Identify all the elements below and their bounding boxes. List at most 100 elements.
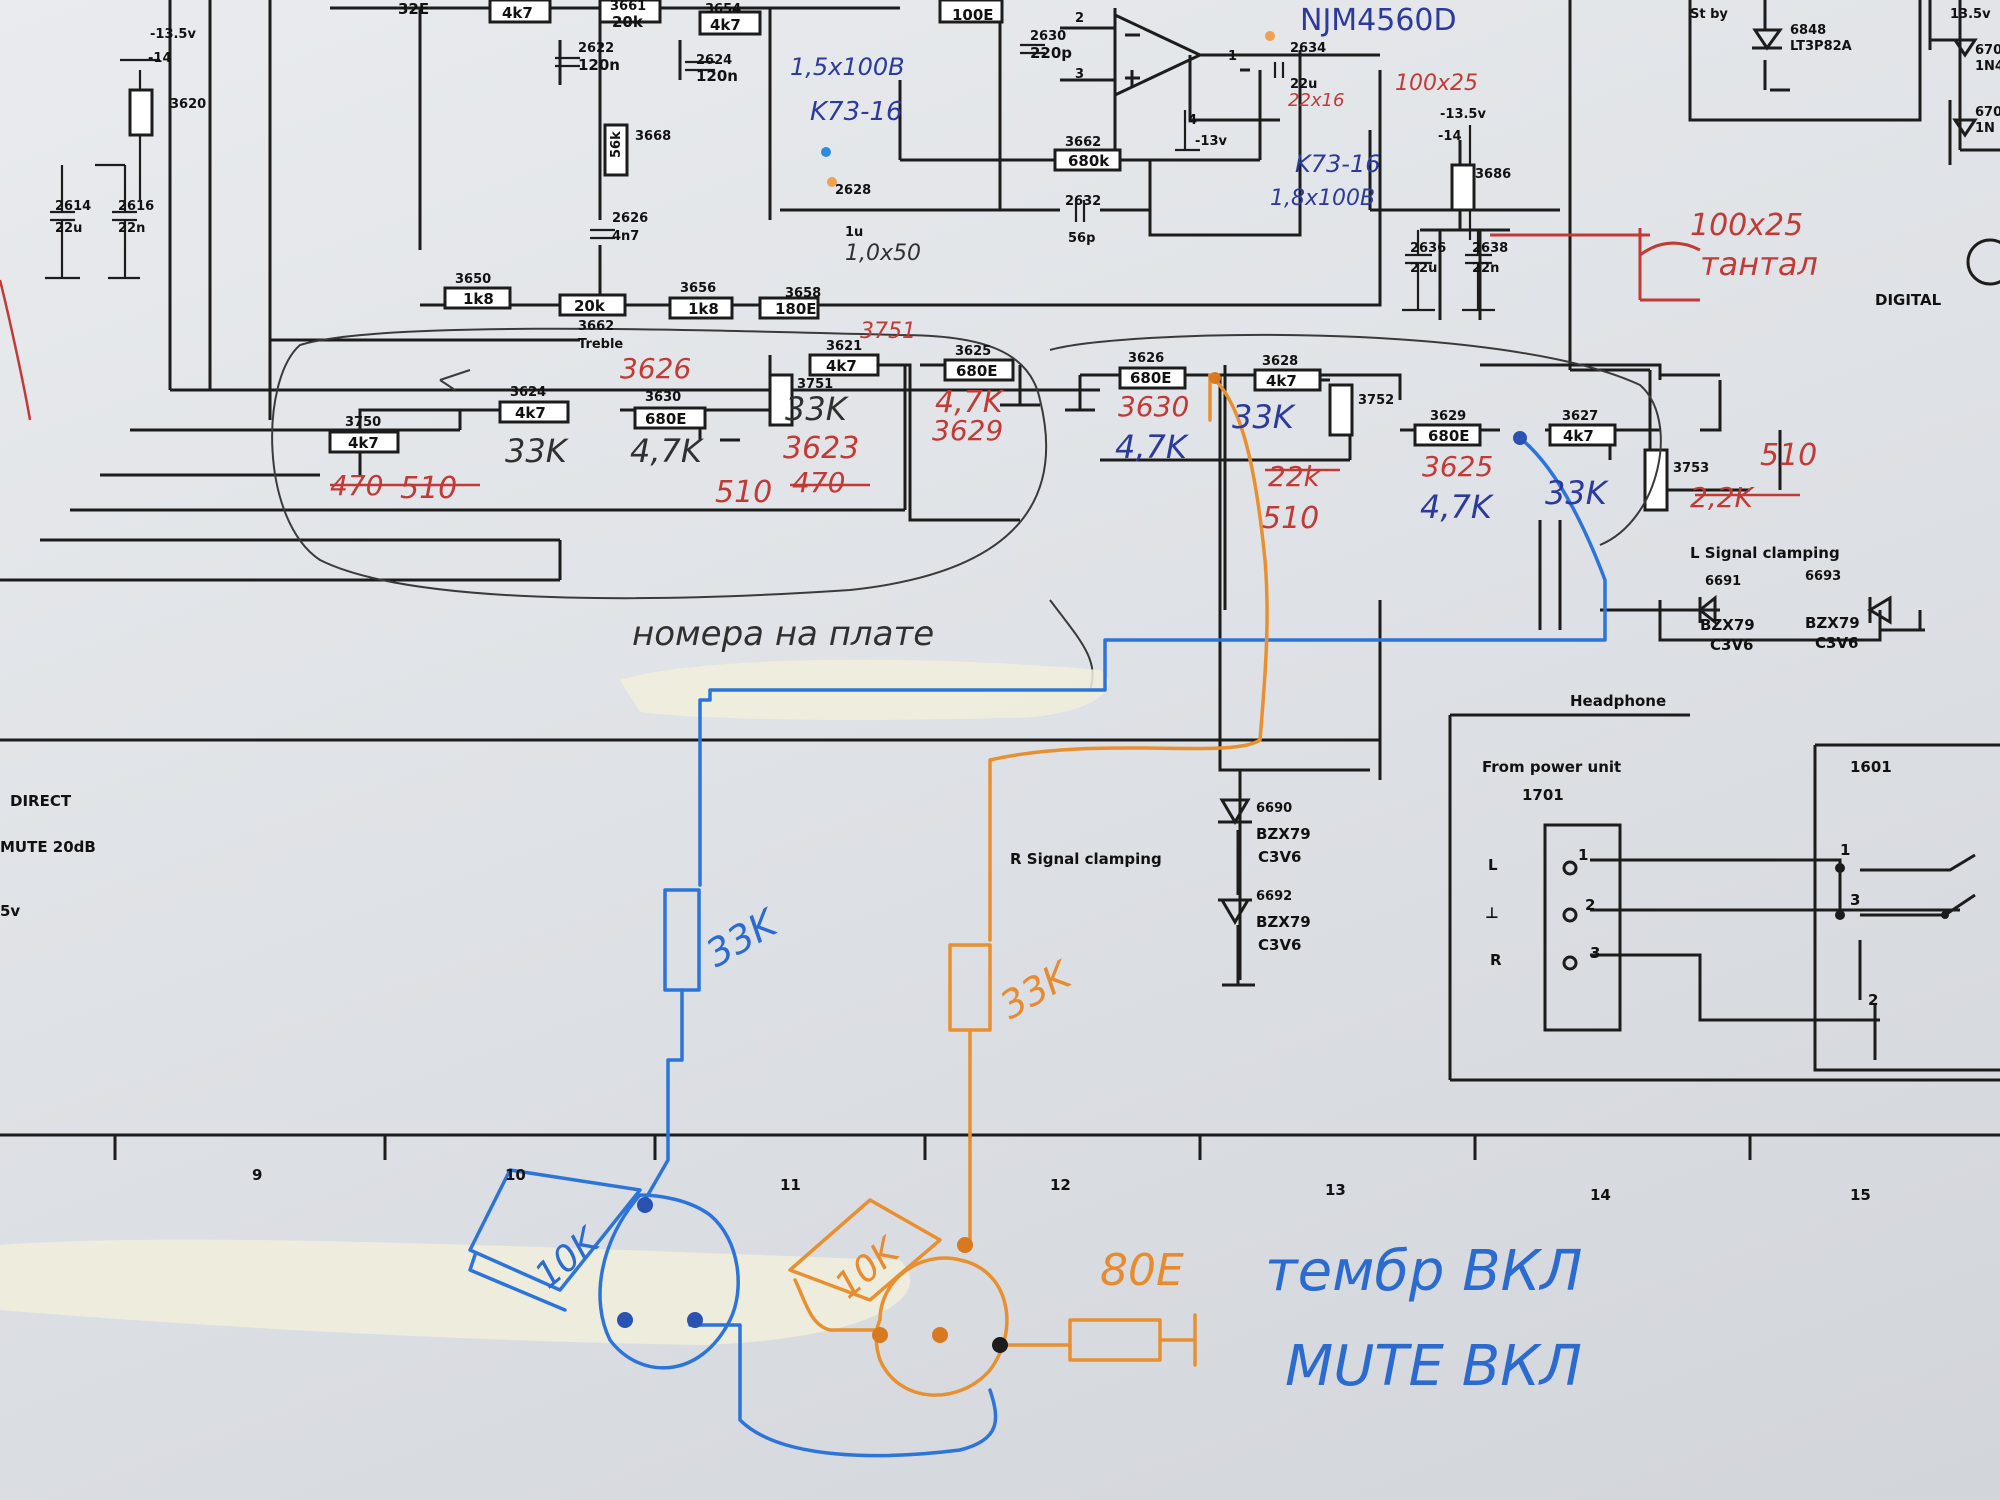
part-label: 2624 — [696, 53, 732, 68]
connector-pin: 3 — [1850, 891, 1860, 909]
opamp-pin: 3 — [1075, 67, 1084, 82]
grid-number: 9 — [252, 1166, 262, 1184]
part-label: 1k8 — [463, 290, 494, 308]
part-label: 3654 — [705, 2, 741, 17]
channel-label: ⊥ — [1485, 904, 1499, 922]
blue-resistor-value: 33K — [699, 900, 787, 976]
grid-number: 15 — [1850, 1186, 1871, 1204]
part-label: C3V6 — [1815, 634, 1859, 652]
part-label: 3751 — [797, 377, 833, 392]
ic-label: NJM4560D — [1300, 3, 1457, 38]
part-label: 1u — [845, 225, 863, 240]
part-label: 22u — [1290, 77, 1317, 92]
part-label: 3621 — [826, 339, 862, 354]
zener-diodes — [1218, 28, 2000, 987]
part-label: 2636 — [1410, 241, 1446, 256]
value-note: 4,7K — [1420, 488, 1495, 526]
part-label: 6848 — [1790, 23, 1826, 38]
part-label: 670 — [1975, 105, 2000, 120]
red-note: 3626 — [620, 352, 691, 385]
blue-note: 1,8x100B — [1270, 186, 1375, 211]
red-pen-markings — [0, 228, 1800, 497]
part-label: 3662 — [1065, 135, 1101, 150]
part-label: BZX79 — [1805, 614, 1860, 632]
part-label: 3750 — [345, 415, 381, 430]
value-note: 33K — [1545, 474, 1610, 512]
red-note: 510 — [1760, 438, 1817, 473]
part-label: 56k — [609, 131, 624, 158]
orange-mod-wiring — [788, 373, 1269, 1397]
blue-mod-wiring — [468, 436, 1607, 1458]
part-label: 4k7 — [710, 16, 741, 34]
part-label: 680E — [1130, 369, 1172, 387]
value-note: 33K — [505, 432, 570, 470]
red-note: 3751 — [860, 319, 916, 344]
part-label: R Signal clamping — [1010, 850, 1162, 868]
value-note: 4,7K — [1115, 428, 1190, 466]
red-note: 510 — [400, 471, 457, 506]
part-label: 20k — [612, 13, 644, 31]
part-label: 22u — [55, 221, 82, 236]
supply-label: -14 — [148, 51, 172, 66]
op-amp-symbol — [1113, 12, 1204, 98]
grid-number: 10 — [505, 1166, 526, 1184]
part-label: 2616 — [118, 199, 154, 214]
part-label: 2638 — [1472, 241, 1508, 256]
supply-label: -14 — [1438, 129, 1462, 144]
red-note: 510 — [715, 475, 772, 510]
connector-pin: 3 — [1590, 944, 1600, 962]
part-label: 2626 — [612, 211, 648, 226]
part-label: 13.5v — [1950, 7, 1991, 22]
part-label: 3661 — [610, 0, 646, 14]
part-label: 680E — [645, 410, 687, 428]
part-label: DIRECT — [10, 792, 72, 810]
part-label: 2622 — [578, 41, 614, 56]
part-label: 56p — [1068, 231, 1095, 246]
blue-note: 22x16 — [1288, 90, 1344, 111]
red-note: 510 — [1262, 501, 1319, 536]
part-label: C3V6 — [1710, 636, 1754, 654]
part-label: 120n — [696, 67, 738, 85]
handwritten-red-notes: 100x25 100x25 тантал 3751 3626 3623 3629… — [330, 71, 1818, 536]
part-label: 6692 — [1256, 889, 1292, 904]
part-label: 2614 — [55, 199, 91, 214]
board-number-note: номера на плате — [632, 614, 934, 654]
connector-pin: 1 — [1840, 841, 1850, 859]
part-label: 3628 — [1262, 354, 1298, 369]
mod-junction-dots — [617, 31, 1527, 1353]
headphone-terminals — [1562, 860, 1949, 971]
part-label: 4k7 — [515, 404, 546, 422]
part-label: C3V6 — [1258, 848, 1302, 866]
red-note: 3623 — [783, 431, 859, 466]
part-label: BZX79 — [1256, 825, 1311, 843]
part-label: 4k7 — [826, 357, 857, 375]
opamp-pin: 2 — [1075, 11, 1084, 26]
timbre-on-label: тембр ВКЛ — [1265, 1239, 1583, 1304]
headphone-title: Headphone — [1570, 692, 1666, 710]
connector-pin: 1 — [1578, 846, 1588, 864]
part-label: 3625 — [955, 344, 991, 359]
part-label: 3620 — [170, 97, 206, 112]
part-label: 5v — [0, 902, 20, 920]
part-label: 120n — [578, 56, 620, 74]
part-label: 4k7 — [1266, 372, 1297, 390]
handwritten-blue-notes: 1,5x100B K73-16 K73-16 1,8x100B 1,0x50 2… — [505, 53, 1610, 526]
connector-1601: 1601 — [1850, 758, 1892, 776]
part-label: LT3P82A — [1790, 39, 1852, 54]
part-label: 680E — [1428, 427, 1470, 445]
red-note: 100x25 — [1395, 71, 1478, 96]
part-label: 3656 — [680, 281, 716, 296]
part-label: 680E — [956, 362, 998, 380]
opamp-pin: 4 — [1188, 113, 1197, 128]
supply-label: -13.5v — [150, 27, 196, 42]
supply-label: -13v — [1195, 134, 1227, 149]
part-label: DIGITAL — [1875, 291, 1942, 309]
part-label: 22n — [118, 221, 145, 236]
orange-resistor-value: 33K — [993, 952, 1081, 1028]
part-label: 6693 — [1805, 569, 1841, 584]
part-label: 3658 — [785, 286, 821, 301]
red-note: 22k — [1268, 460, 1322, 493]
part-label: 2630 — [1030, 29, 1066, 44]
part-label: 3662 — [578, 319, 614, 334]
